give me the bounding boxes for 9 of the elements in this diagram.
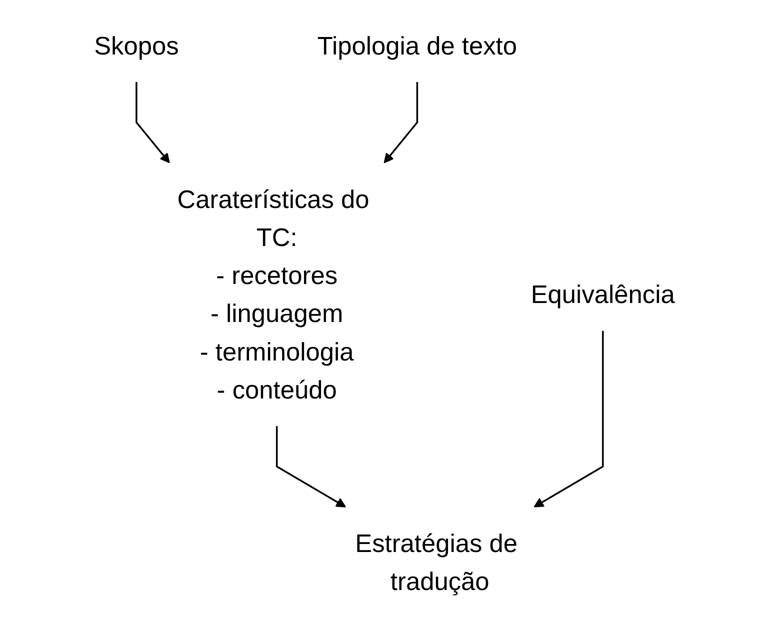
node-text: Tipologia de texto — [317, 31, 517, 60]
node-text: Caraterísticas do TC: - recetores - linguagem - terminologia - conteúdo — [177, 184, 370, 404]
node-text: Estratégias de tradução — [355, 528, 518, 596]
arrow — [136, 82, 170, 164]
arrow — [276, 426, 346, 508]
arrow — [384, 82, 418, 164]
node-text: Skopos — [94, 31, 179, 60]
node-text: Equivalência — [530, 280, 675, 309]
arrow — [534, 330, 604, 508]
